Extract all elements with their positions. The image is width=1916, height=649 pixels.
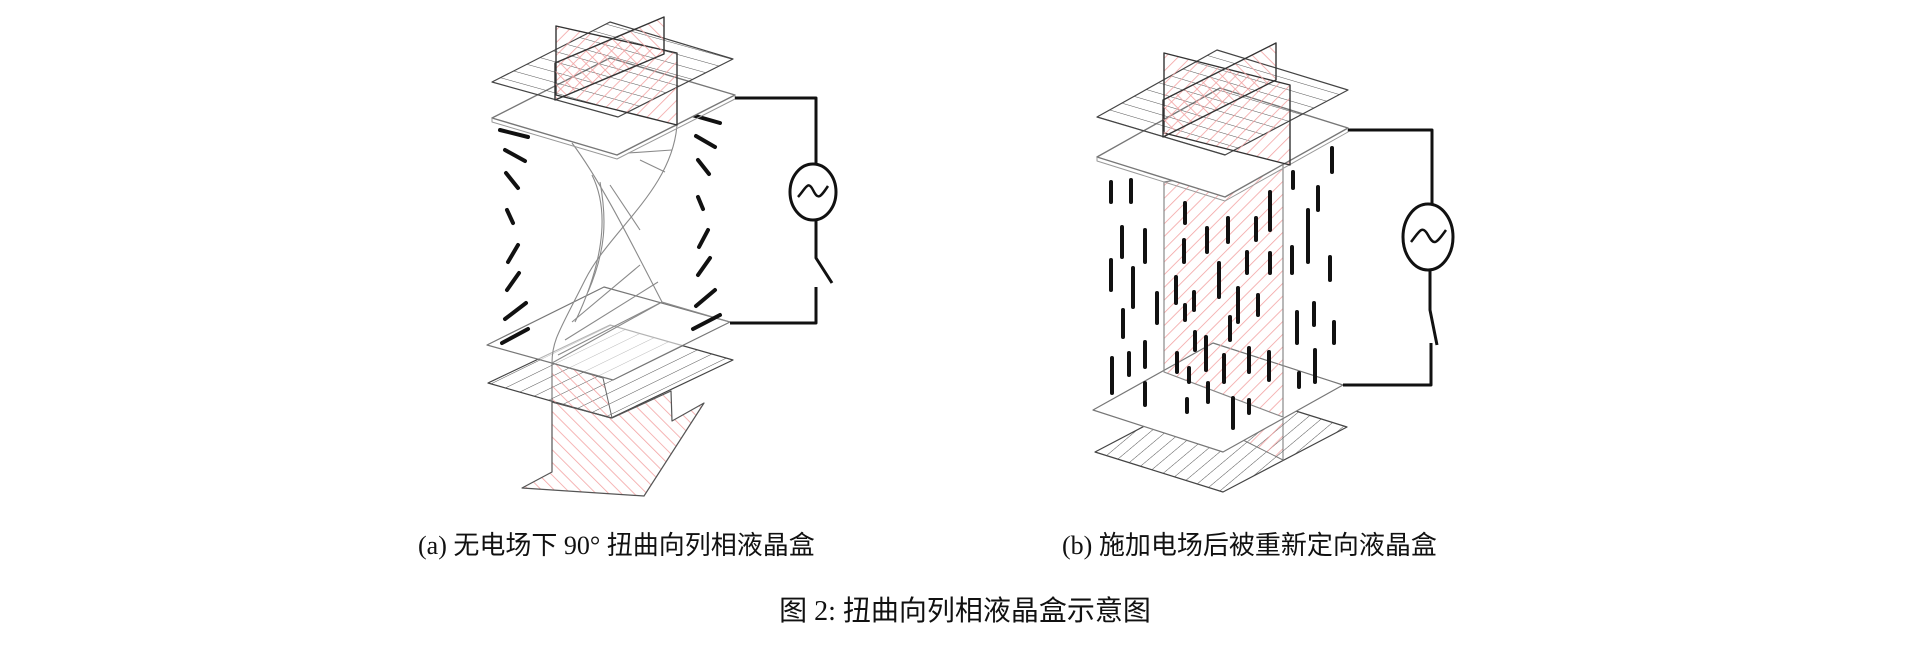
circuit-b	[1343, 128, 1455, 387]
lc-molecule	[503, 148, 527, 163]
diagram-reoriented-on	[1092, 42, 1455, 493]
lc-molecules-twisted	[498, 113, 722, 345]
switch-closed	[1428, 270, 1439, 346]
lc-molecule	[694, 288, 717, 308]
lc-molecule	[696, 158, 711, 176]
diagram-twisted-nematic-off	[486, 16, 838, 497]
figure-caption: 图 2: 扭曲向列相液晶盒示意图	[779, 596, 1151, 627]
light-plane-top-2	[554, 16, 665, 101]
light-plane-top-2	[1162, 42, 1277, 138]
lc-molecule	[506, 243, 520, 264]
ac-source-icon	[1401, 202, 1455, 272]
lc-molecule	[696, 195, 705, 211]
switch-open	[814, 220, 834, 284]
ac-source-icon	[788, 162, 838, 222]
lc-molecule	[500, 327, 530, 345]
lc-molecule	[505, 208, 515, 225]
subfigure-a-caption: (a) 无电场下 90° 扭曲向列相液晶盒	[418, 531, 815, 560]
light-output-arrow	[521, 390, 705, 497]
lc-molecules-aligned	[1109, 146, 1336, 430]
lc-molecule	[503, 301, 528, 321]
lc-molecule	[694, 134, 717, 149]
circuit-a	[730, 96, 838, 325]
lc-molecule	[697, 228, 710, 249]
subfigure-b-caption: (b) 施加电场后被重新定向液晶盒	[1062, 531, 1437, 560]
lc-molecule	[696, 256, 712, 277]
lc-molecule	[690, 113, 722, 125]
lc-molecule	[691, 313, 722, 331]
lc-molecule	[504, 171, 520, 190]
lc-molecule	[505, 271, 521, 292]
lc-molecule	[498, 128, 530, 139]
